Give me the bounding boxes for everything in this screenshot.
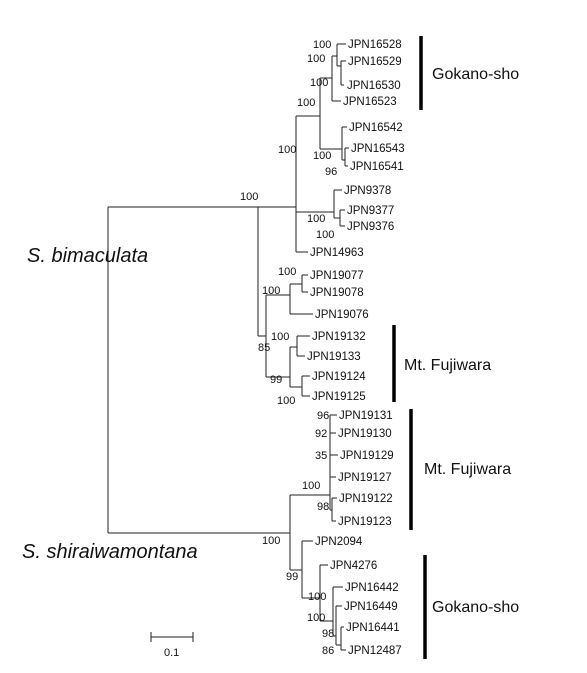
support-value: 86 [322,645,334,657]
support-value: 100 [262,535,280,547]
support-value: 98 [317,501,329,513]
tip-label: JPN19130 [338,428,392,440]
scale-bar-label: 0.1 [164,647,179,659]
tip-label: JPN9376 [347,221,394,233]
tip-label: JPN16542 [349,122,403,134]
clade-label-fujiwara-top: Mt. Fujiwara [404,357,491,374]
support-value: 100 [278,266,296,278]
support-value: 100 [307,53,325,65]
support-value: 100 [271,331,289,343]
support-value: 100 [316,229,334,241]
tip-label: JPN9377 [347,205,394,217]
clade-label-gokano-top: Gokano-sho [432,66,519,83]
support-value: 92 [315,428,327,440]
clade-label-gokano-bottom: Gokano-sho [432,599,519,616]
support-values: 100 100 100 100 100 96 100 100 100 100 1… [240,39,337,657]
tip-label: JPN16528 [348,39,402,51]
support-value: 85 [258,342,270,354]
tip-label: JPN19133 [307,351,361,363]
support-value: 99 [286,571,298,583]
tree-branches [107,43,349,651]
support-value: 100 [313,150,331,162]
support-value: 100 [302,480,320,492]
support-value: 100 [313,39,331,51]
scale-bar-line [150,632,194,642]
tip-label: JPN2094 [315,536,363,548]
tip-label: JPN9378 [344,185,391,197]
tip-label: JPN16449 [344,601,398,613]
tip-label: JPN16442 [345,582,399,594]
support-value: 100 [240,191,258,203]
support-value: 99 [270,374,282,386]
species-label-bimaculata: S. bimaculata [27,245,148,267]
tip-label: JPN19132 [312,331,366,343]
tip-label: JPN16530 [347,80,401,92]
scale-bar: 0.1 [150,632,194,659]
tip-label: JPN19077 [310,270,364,282]
tip-label: JPN19123 [338,516,392,528]
support-value: 98 [322,628,334,640]
clade-annotations: Gokano-sho Mt. Fujiwara Mt. Fujiwara Gok… [392,36,519,659]
support-value: 100 [277,395,295,407]
tip-label: JPN16529 [348,56,402,68]
species-label-shiraiwamontana: S. shiraiwamontana [22,541,198,563]
tip-label: JPN16541 [350,161,404,173]
tip-label: JPN19124 [312,371,366,383]
tip-label: JPN19122 [339,493,393,505]
tip-label: JPN19125 [312,391,366,403]
support-value: 100 [278,144,296,156]
tip-label: JPN16523 [343,96,397,108]
tip-label: JPN19129 [340,450,394,462]
tip-labels: JPN16528 JPN16529 JPN16530 JPN16523 JPN1… [307,39,405,657]
support-value: 96 [317,410,329,422]
tip-label: JPN12487 [348,645,402,657]
clade-label-fujiwara-bottom: Mt. Fujiwara [424,461,511,478]
support-value: 96 [325,166,337,178]
tip-label: JPN19078 [310,287,364,299]
support-value: 100 [308,591,326,603]
support-value: 100 [297,97,315,109]
support-value: 100 [262,285,280,297]
tip-label: JPN19127 [338,472,392,484]
tip-label: JPN19131 [339,410,393,422]
tip-label: JPN4276 [330,560,377,572]
support-value: 100 [310,77,328,89]
support-value: 35 [315,450,327,462]
support-value: 100 [307,213,325,225]
tip-label: JPN16543 [351,143,405,155]
tip-label: JPN19076 [315,309,369,321]
support-value: 100 [307,612,325,624]
tip-label: JPN14963 [310,247,364,259]
tip-label: JPN16441 [346,622,400,634]
